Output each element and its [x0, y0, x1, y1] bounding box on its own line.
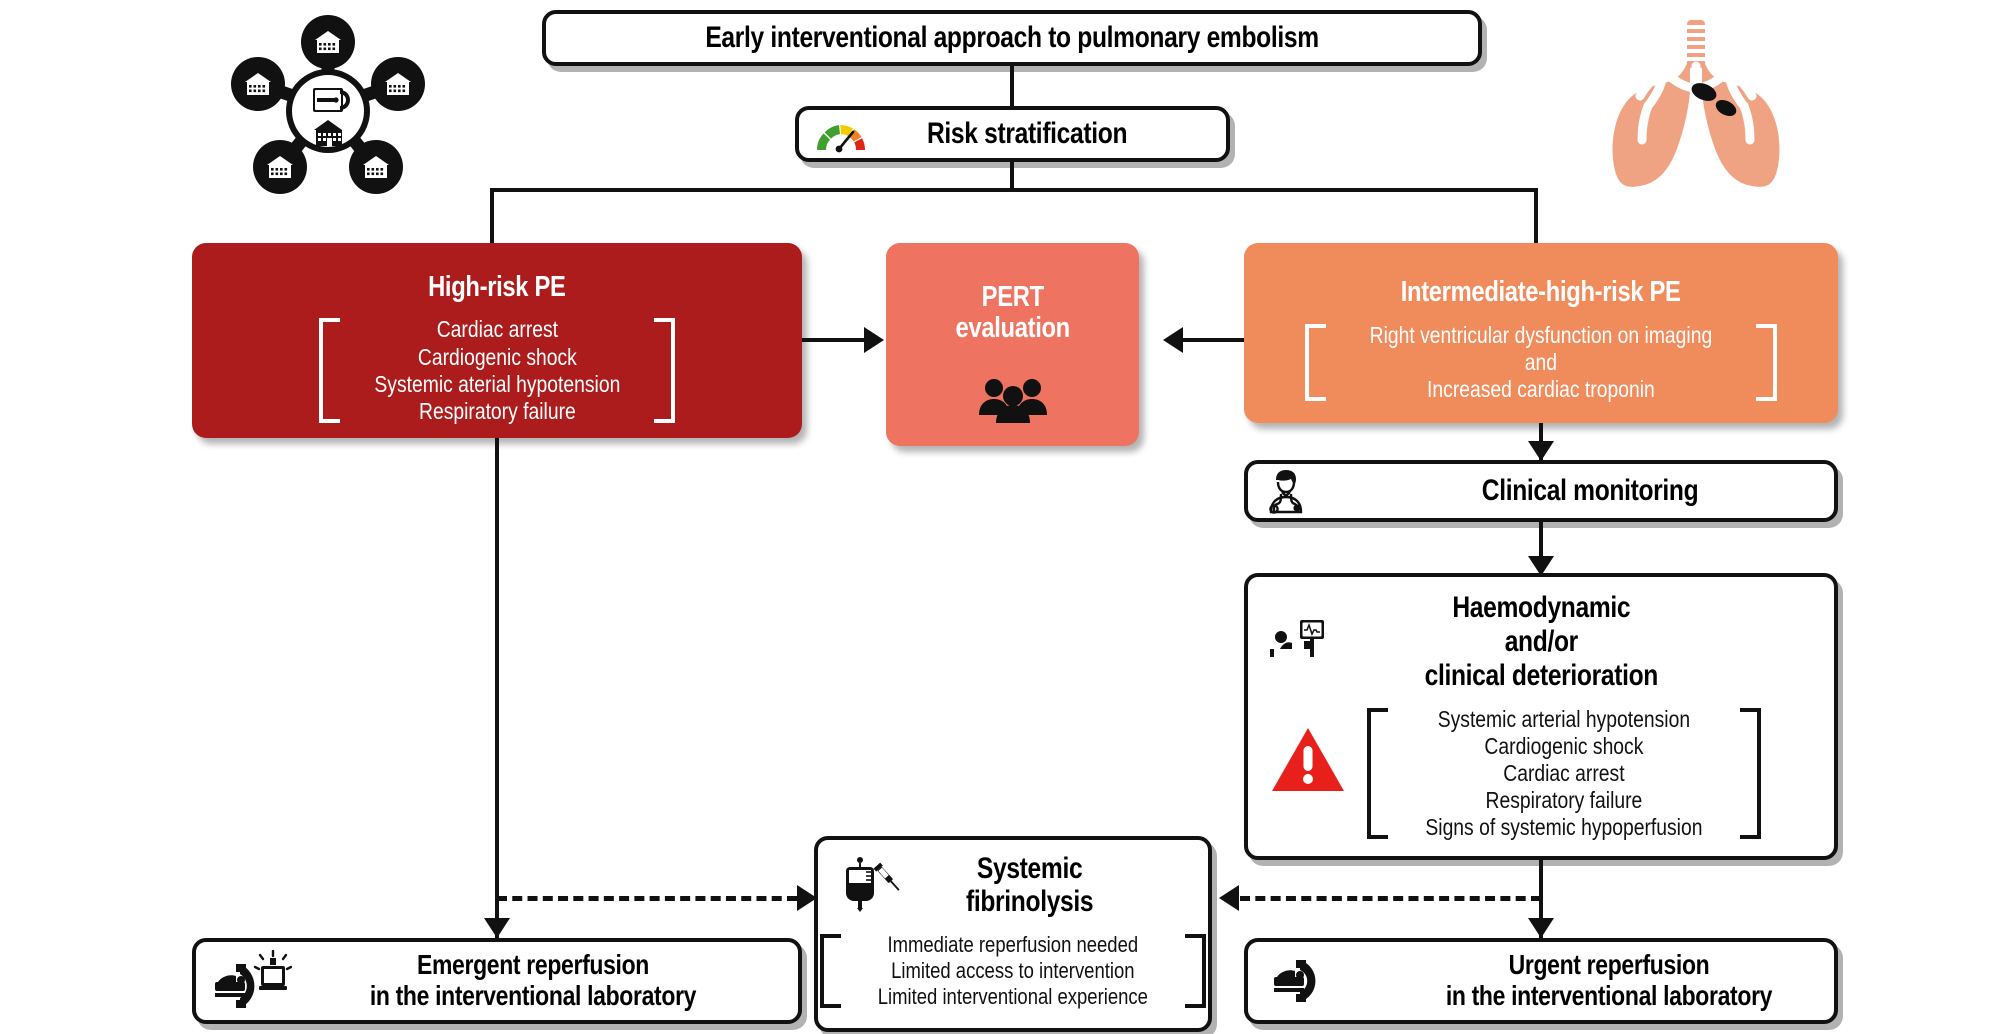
criterion-item: Cardiac arrest [1503, 759, 1625, 786]
criterion-item: Cardiac arrest [436, 316, 558, 343]
criterion-item: Right ventricular dysfunction on imaging [1369, 321, 1713, 348]
deterioration-title-line3: clinical deterioration [1424, 659, 1658, 693]
deterioration-criteria-bracket: Systemic arterial hypotension Cardiogeni… [1365, 706, 1763, 842]
lungs-embolism-icon [1612, 20, 1780, 187]
emergent-reperfusion-label: Emergent reperfusion in the intervention… [369, 949, 697, 1012]
arrowhead-to-pert-left [864, 327, 884, 353]
urgent-title-line2: in the interventional laboratory [1445, 980, 1773, 1011]
pert-title: PERT evaluation [955, 281, 1070, 344]
connector-deterioration-to-urgent [1539, 860, 1543, 938]
deterioration-title-line2: and/or [1504, 625, 1578, 659]
arrowhead-to-deterioration [1528, 556, 1554, 576]
clinical-monitoring-box: Clinical monitoring [1244, 460, 1838, 522]
criterion-item: Respiratory failure [418, 397, 576, 424]
risk-stratification-box: Risk stratification [795, 106, 1230, 162]
arrowhead-fibrinolysis-left [797, 885, 817, 911]
dashed-connector-deterioration-to-fibrinolysis [1240, 896, 1541, 901]
criterion-item: Signs of systemic hypoperfusion [1425, 814, 1703, 841]
urgent-title-line1: Urgent reperfusion [1508, 949, 1710, 981]
clinical-monitoring-label: Clinical monitoring [1481, 474, 1699, 508]
deterioration-box: Haemodynamic and/or clinical deteriorati… [1244, 573, 1838, 860]
criterion-item: and [1524, 348, 1558, 375]
connector-intermediate-to-pert [1183, 338, 1245, 342]
criterion-item: Respiratory failure [1485, 786, 1643, 813]
arrowhead-to-monitoring [1528, 441, 1554, 461]
high-risk-pe-title: High-risk PE [428, 271, 566, 304]
connector-risk-down [1010, 162, 1014, 190]
risk-gauge-icon [816, 124, 866, 153]
title-box: Early interventional approach to pulmona… [542, 10, 1482, 66]
deterioration-title-line1: Haemodynamic [1452, 591, 1630, 624]
connector-title-to-risk [1010, 66, 1014, 106]
fibrinolysis-title: Systemic fibrinolysis [966, 852, 1094, 918]
arrowhead-to-urgent [1528, 918, 1554, 938]
criterion-item: Limited access to intervention [891, 957, 1135, 983]
connector-split-left-down [490, 188, 494, 244]
intermediate-high-risk-pe-box: Intermediate-high-risk PE Right ventricu… [1244, 243, 1838, 423]
criterion-item: Cardiogenic shock [417, 343, 577, 370]
fibrinolysis-title-line2: fibrinolysis [966, 885, 1094, 918]
pert-title-line1: PERT [981, 281, 1044, 314]
high-risk-pe-box: High-risk PE Cardiac arrest Cardiogenic … [192, 243, 802, 438]
dashed-connector-highrisk-to-fibrinolysis [497, 896, 797, 901]
cath-lab-icon [1274, 960, 1316, 1002]
emergent-title-line1: Emergent reperfusion [416, 949, 649, 981]
hospital-network-hub-icon [231, 15, 425, 194]
doctor-stethoscope-icon [1269, 470, 1303, 514]
connector-highrisk-to-emergent [495, 438, 499, 938]
arrowhead-to-pert-right [1163, 327, 1183, 353]
patient-bed-monitor-icon [1270, 620, 1324, 657]
group-people-icon [978, 378, 1047, 423]
emergent-title-line2: in the interventional laboratory [369, 980, 697, 1011]
page-title: Early interventional approach to pulmona… [705, 21, 1319, 55]
arrowhead-to-emergent [484, 918, 510, 938]
urgent-reperfusion-box: Urgent reperfusion in the interventional… [1244, 938, 1838, 1024]
emergent-reperfusion-box: Emergent reperfusion in the intervention… [192, 938, 802, 1024]
fibrinolysis-criteria-bracket: Immediate reperfusion needed Limited acc… [818, 932, 1208, 1010]
fibrinolysis-title-line1: Systemic [977, 852, 1083, 885]
connector-monitoring-to-deterioration [1539, 522, 1543, 574]
connector-highrisk-to-pert [802, 338, 864, 342]
high-risk-pe-criteria-bracket: Cardiac arrest Cardiogenic shock Systemi… [317, 316, 678, 425]
urgent-reperfusion-label: Urgent reperfusion in the interventional… [1445, 949, 1773, 1012]
arrowhead-fibrinolysis-right [1219, 885, 1239, 911]
connector-split-horizontal [490, 188, 1538, 192]
criterion-item: Limited interventional experience [877, 983, 1149, 1009]
deterioration-title: Haemodynamic and/or clinical deteriorati… [1424, 591, 1658, 694]
pert-evaluation-box: PERT evaluation [886, 243, 1139, 446]
cath-lab-emergency-icon [215, 950, 292, 1008]
pert-title-line2: evaluation [955, 311, 1070, 344]
criterion-item: Immediate reperfusion needed [887, 932, 1139, 957]
criterion-item: Cardiogenic shock [1484, 732, 1644, 759]
risk-stratification-label: Risk stratification [926, 117, 1128, 151]
criterion-item: Increased cardiac troponin [1427, 375, 1655, 402]
intermediate-risk-title: Intermediate-high-risk PE [1401, 276, 1681, 309]
criterion-item: Systemic arterial hypotension [1437, 705, 1691, 732]
criterion-item: Systemic aterial hypotension [374, 370, 620, 397]
warning-triangle-icon [1272, 728, 1344, 791]
intermediate-criteria-bracket: Right ventricular dysfunction on imaging… [1303, 322, 1779, 403]
connector-split-right-down [1534, 188, 1538, 244]
iv-bag-syringe-icon [846, 857, 900, 912]
systemic-fibrinolysis-box: Systemic fibrinolysis Immediate reperfus… [814, 836, 1212, 1032]
